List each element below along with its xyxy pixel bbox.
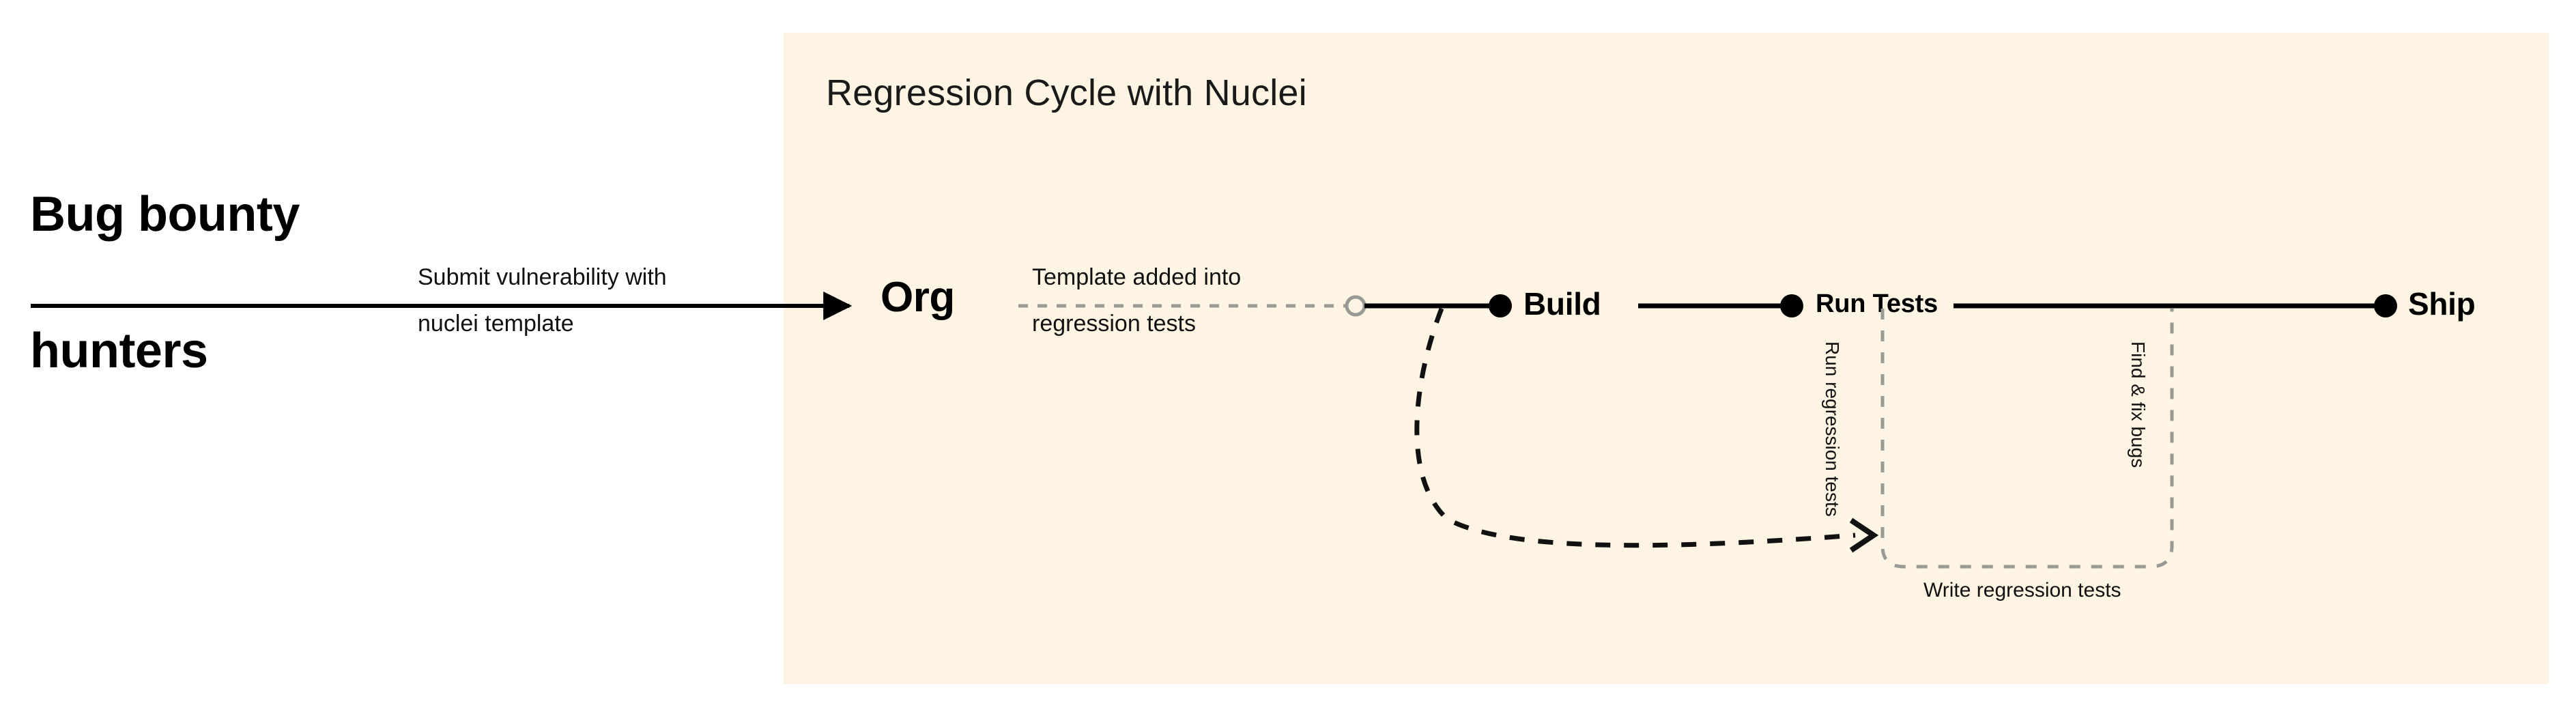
template-added-label-line2: regression tests xyxy=(1032,311,1196,337)
template-added-label: Template added into regression tests xyxy=(1032,254,1353,347)
submit-vulnerability-label-line2: nuclei template xyxy=(418,311,574,337)
bug-bounty-heading-line2: hunters xyxy=(30,324,208,378)
page-title: Regression Cycle with Nuclei xyxy=(826,72,1307,113)
template-added-label-line1: Template added into xyxy=(1032,264,1242,290)
node-label-org: Org xyxy=(881,274,955,321)
write-regression-tests-label: Write regression tests xyxy=(1923,579,2121,601)
submit-vulnerability-label: Submit vulnerability with nuclei templat… xyxy=(418,254,773,347)
find-fix-bugs-label: Find & fix bugs xyxy=(2128,341,2149,468)
node-label-ship: Ship xyxy=(2408,286,2476,322)
node-label-run-tests: Run Tests xyxy=(1816,289,1938,318)
regression-cycle-panel xyxy=(784,33,2549,684)
run-regression-tests-label: Run regression tests xyxy=(1822,341,1843,517)
bug-bounty-heading-line1: Bug bounty xyxy=(30,187,300,242)
node-label-build: Build xyxy=(1523,286,1601,322)
submit-vulnerability-label-line1: Submit vulnerability with xyxy=(418,264,667,290)
